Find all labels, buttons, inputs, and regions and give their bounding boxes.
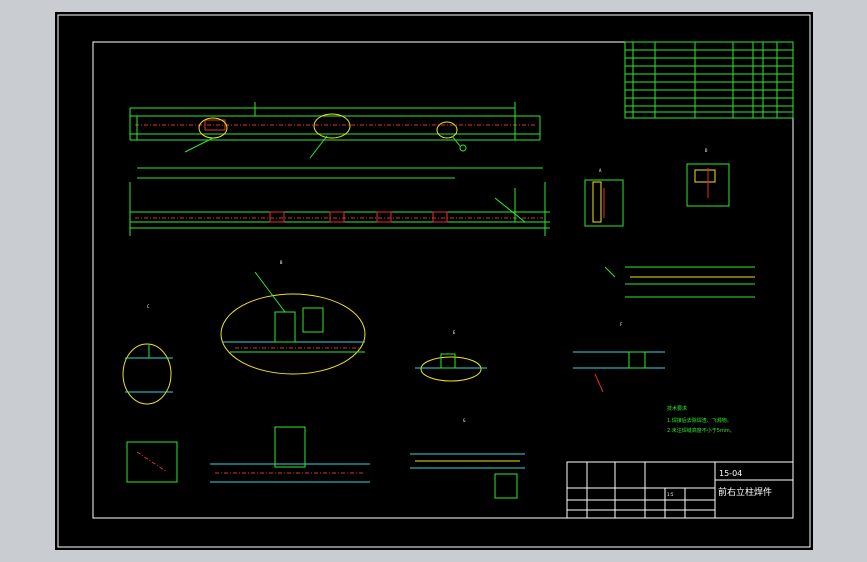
- detail-c: [122, 343, 173, 405]
- detail-f: [573, 351, 665, 393]
- detail-g-lower-left: [126, 441, 178, 483]
- label-d: D: [705, 148, 708, 153]
- detail-lower-right: [410, 453, 525, 499]
- drawing-canvas: 技术要求 1.焊接后去除焊渣、飞溅物。 2.未注焊缝高度不小于5mm。 15-0…: [57, 14, 811, 548]
- label-c: C: [147, 304, 150, 309]
- label-b: B: [280, 260, 283, 265]
- bom-table: [624, 41, 794, 119]
- drawing-number: 15-04: [719, 469, 742, 478]
- detail-b: [220, 271, 366, 375]
- scale-value: 1:5: [667, 492, 674, 497]
- technical-notes: 技术要求 1.焊接后去除焊渣、飞溅物。 2.未注焊缝高度不小于5mm。: [667, 405, 735, 434]
- detail-e: [415, 353, 487, 382]
- main-elevation-view: [129, 102, 541, 159]
- label-a: A: [599, 168, 602, 173]
- drawing-name: 前右立柱焊件: [718, 486, 772, 498]
- notes-heading: 技术要求: [667, 405, 687, 412]
- label-g: G: [463, 418, 466, 423]
- notes-line-1: 1.焊接后去除焊渣、飞溅物。: [667, 417, 732, 424]
- detail-lower-middle: [210, 426, 370, 483]
- section-a: [584, 179, 624, 227]
- second-elevation-view: [129, 167, 550, 236]
- label-f: F: [620, 322, 623, 327]
- section-d: [686, 163, 730, 207]
- title-block: 15-04 前右立柱焊件 1:5: [566, 461, 794, 519]
- label-e: E: [453, 330, 456, 335]
- cad-viewport[interactable]: 技术要求 1.焊接后去除焊渣、飞溅物。 2.未注焊缝高度不小于5mm。 15-0…: [55, 12, 813, 550]
- detail-right-beam: [604, 266, 755, 298]
- outer-frame: [57, 14, 811, 548]
- notes-line-2: 2.未注焊缝高度不小于5mm。: [667, 427, 735, 434]
- inner-frame: [92, 41, 794, 519]
